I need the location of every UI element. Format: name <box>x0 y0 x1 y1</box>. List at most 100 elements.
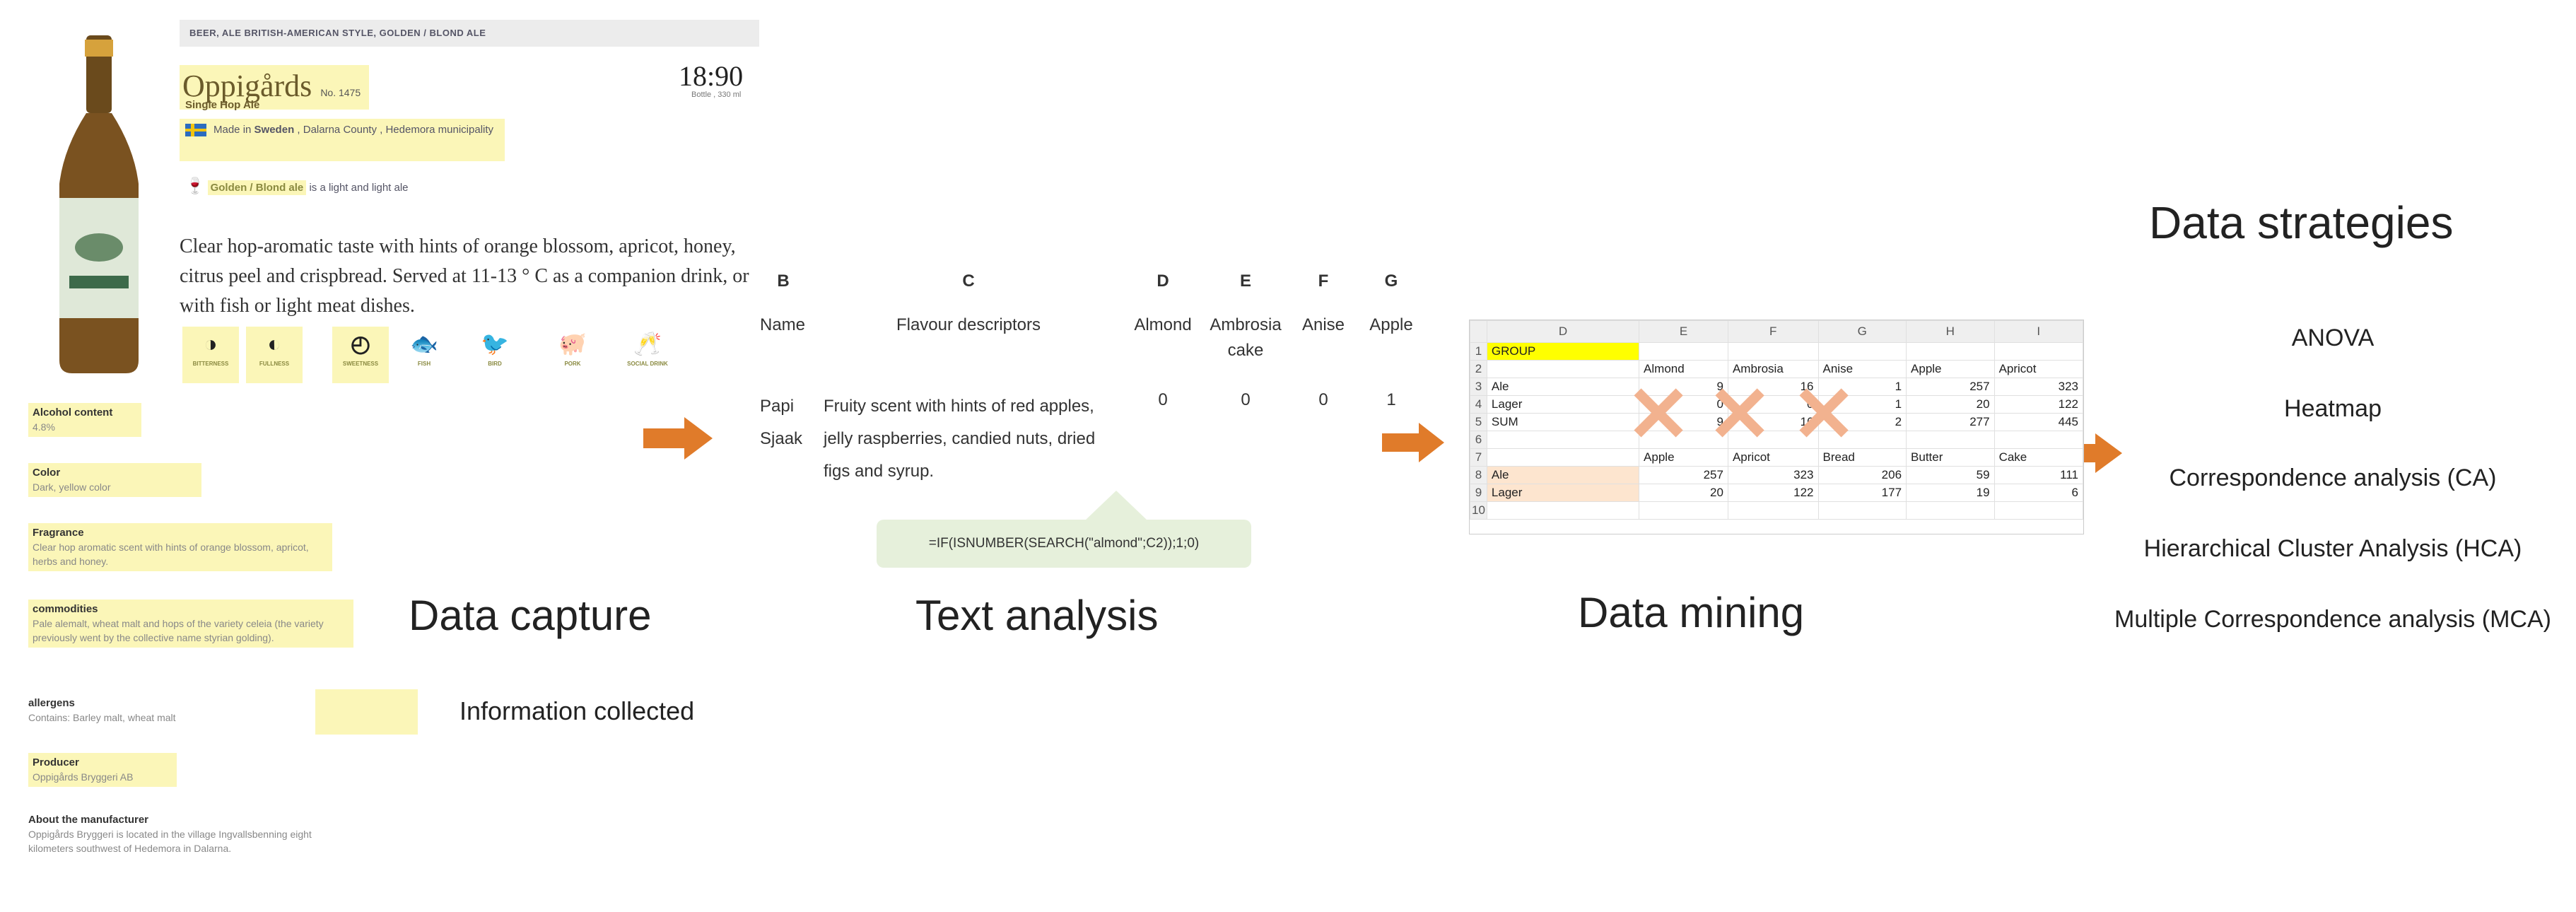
sheet-column-header[interactable]: H <box>1906 320 1995 343</box>
info-value: Clear hop aromatic scent with hints of o… <box>33 542 309 567</box>
glasses-icon: 🥂 <box>633 331 662 356</box>
sheet-cell[interactable] <box>1906 431 1995 449</box>
sheet-row-number[interactable]: 10 <box>1470 501 1487 520</box>
sheet-cell[interactable] <box>1817 501 1907 520</box>
sheet-cell[interactable] <box>1727 342 1819 361</box>
row-value: 1 <box>1386 390 1396 409</box>
sheet-cell[interactable] <box>1994 431 2083 449</box>
sheet-cell[interactable]: Bread <box>1817 448 1907 467</box>
taste-tag-pork[interactable]: 🐖PORK <box>544 327 601 383</box>
sheet-row-number[interactable]: 4 <box>1470 395 1487 414</box>
sheet-cell[interactable] <box>1486 501 1640 520</box>
sheet-cell[interactable]: Apple <box>1906 360 1995 378</box>
taste-tag-bitterness[interactable]: ◑BITTERNESS <box>182 327 239 383</box>
sheet-row-number[interactable]: 6 <box>1470 431 1487 449</box>
style-link[interactable]: Golden / Blond ale <box>207 180 307 195</box>
taste-tag-social-drink[interactable]: 🥂SOCIAL DRINK <box>619 327 676 383</box>
sheet-column-header[interactable]: I <box>1994 320 2083 343</box>
sheet-cell[interactable]: Ale <box>1486 466 1640 484</box>
info-value: Oppigårds Bryggeri is located in the vil… <box>28 829 312 854</box>
info-value: Dark, yellow color <box>33 481 111 493</box>
sheet-row-number[interactable]: 8 <box>1470 466 1487 484</box>
sheet-cell[interactable]: 59 <box>1906 466 1995 484</box>
taste-tag-fullness[interactable]: ◐FULLNESS <box>246 327 303 383</box>
sheet-cell[interactable] <box>1727 501 1819 520</box>
sheet-cell[interactable]: 122 <box>1994 395 2083 414</box>
sheet-cell[interactable]: Apricot <box>1994 360 2083 378</box>
column-letter: E <box>1239 271 1251 291</box>
sheet-cell[interactable]: 122 <box>1727 484 1819 502</box>
sheet-cell[interactable] <box>1994 342 2083 361</box>
sheet-cell[interactable]: Butter <box>1906 448 1995 467</box>
sheet-cell[interactable]: Lager <box>1486 484 1640 502</box>
product-price: 18:90 <box>679 60 744 92</box>
taste-tag-label: BIRD <box>488 361 502 367</box>
sheet-cell[interactable] <box>1906 501 1995 520</box>
sheet-cell[interactable]: 177 <box>1817 484 1907 502</box>
info-title: commodities <box>33 603 98 615</box>
sheet-cell[interactable] <box>1639 342 1728 361</box>
sheet-cell[interactable]: SUM <box>1486 413 1640 431</box>
breadcrumb[interactable]: BEER, ALE BRITISH-AMERICAN STYLE, GOLDEN… <box>180 20 759 47</box>
sheet-row-number[interactable]: 5 <box>1470 413 1487 431</box>
sheet-cell[interactable]: 9 <box>1639 378 1728 396</box>
taste-tag-sweetness[interactable]: ◴SWEETNESS <box>332 327 389 383</box>
sheet-cell[interactable]: 257 <box>1906 378 1995 396</box>
sheet-column-header[interactable]: E <box>1639 320 1728 343</box>
sheet-row-number[interactable]: 7 <box>1470 448 1487 467</box>
sheet-cell[interactable]: Cake <box>1994 448 2083 467</box>
info-title: Alcohol content <box>33 407 113 419</box>
sheet-corner[interactable] <box>1470 320 1487 343</box>
sheet-cell[interactable]: 323 <box>1727 466 1819 484</box>
sheet-row-number[interactable]: 3 <box>1470 378 1487 396</box>
sheet-row-number[interactable]: 9 <box>1470 484 1487 502</box>
info-value: Contains: Barley malt, wheat malt <box>28 712 176 723</box>
sheet-cell[interactable] <box>1994 501 2083 520</box>
sheet-cell[interactable]: 16 <box>1727 413 1819 431</box>
strategy-item: ANOVA <box>2291 325 2375 351</box>
sheet-cell[interactable]: 323 <box>1994 378 2083 396</box>
sheet-cell[interactable]: 19 <box>1906 484 1995 502</box>
sheet-column-header[interactable]: D <box>1486 320 1640 343</box>
row-name: Papi Sjaak <box>760 397 803 448</box>
style-description: is a light and light ale <box>309 182 409 194</box>
sheet-cell[interactable] <box>1639 501 1728 520</box>
sheet-cell[interactable]: Ale <box>1486 378 1640 396</box>
sheet-cell[interactable]: Anise <box>1817 360 1907 378</box>
sheet-cell[interactable]: 445 <box>1994 413 2083 431</box>
sheet-cell[interactable]: 111 <box>1994 466 2083 484</box>
origin-country[interactable]: Sweden <box>254 124 295 136</box>
sheet-cell[interactable] <box>1486 360 1640 378</box>
sheet-cell[interactable]: Apricot <box>1727 448 1819 467</box>
sheet-cell[interactable]: Lager <box>1486 395 1640 414</box>
made-in-label: Made in <box>213 124 252 136</box>
caption-text-analysis: Text analysis <box>915 592 1159 639</box>
row-value: 0 <box>1318 390 1328 409</box>
sheet-cell[interactable] <box>1486 431 1640 449</box>
sheet-cell[interactable] <box>1906 342 1995 361</box>
sheet-cell[interactable]: 9 <box>1639 413 1728 431</box>
product-subtitle: Single Hop Ale <box>185 99 260 111</box>
sheet-cell[interactable]: GROUP <box>1486 342 1640 361</box>
sheet-column-header[interactable]: G <box>1817 320 1907 343</box>
sheet-row-number[interactable]: 2 <box>1470 360 1487 378</box>
sheet-cell[interactable] <box>1486 448 1640 467</box>
taste-tag-fish[interactable]: 🐟FISH <box>396 327 452 383</box>
formula-callout: =IF(ISNUMBER(SEARCH("almond";C2));1;0) <box>877 520 1251 568</box>
sheet-cell[interactable]: 6 <box>1994 484 2083 502</box>
sheet-cell[interactable] <box>1817 342 1907 361</box>
strategy-item: Correspondence analysis (CA) <box>2169 464 2497 491</box>
sheet-column-header[interactable]: F <box>1727 320 1819 343</box>
sheet-cell[interactable]: 277 <box>1906 413 1995 431</box>
taste-tag-bird[interactable]: 🐦BIRD <box>467 327 523 383</box>
sheet-cell[interactable]: 20 <box>1906 395 1995 414</box>
sheet-row-number[interactable]: 1 <box>1470 342 1487 361</box>
sheet-cell[interactable]: Almond <box>1639 360 1728 378</box>
sheet-cell[interactable]: 257 <box>1639 466 1728 484</box>
sheet-cell[interactable]: 20 <box>1639 484 1728 502</box>
sheet-cell[interactable]: 206 <box>1817 466 1907 484</box>
